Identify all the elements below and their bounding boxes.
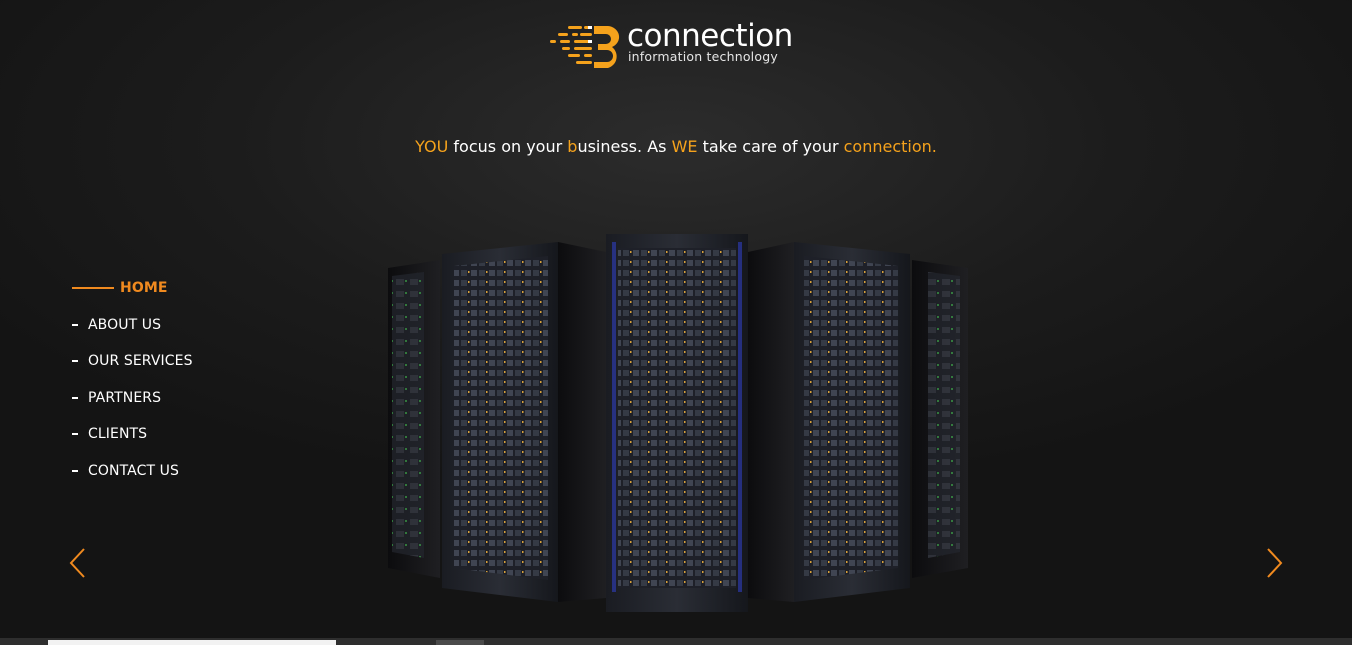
nav-dash (72, 323, 78, 326)
logo-subtitle: information technology (628, 49, 778, 64)
tagline-text-3: take care of your (697, 137, 844, 156)
nav-dash (72, 360, 78, 363)
nav-item-label: HOME (120, 280, 168, 297)
nav-item-label: OUR SERVICES (88, 353, 193, 370)
nav-dash (72, 433, 78, 436)
nav-item-partners[interactable]: PARTNERS (72, 380, 193, 417)
nav-item-our-services[interactable]: OUR SERVICES (72, 343, 193, 380)
nav-dash (72, 469, 78, 472)
nav-item-label: PARTNERS (88, 389, 162, 406)
nav-item-label: CLIENTS (88, 426, 148, 443)
logo-wordmark: connection (627, 18, 793, 54)
nav-item-clients[interactable]: CLIENTS (72, 416, 193, 453)
side-nav: HOME ABOUT US OUR SERVICES PARTNERS CLIE… (72, 270, 193, 489)
tagline-we: WE (671, 137, 698, 156)
nav-item-label: ABOUT US (88, 316, 162, 333)
tagline-text-2: usiness. As (577, 137, 672, 156)
tagline-text-1: focus on your (448, 137, 568, 156)
nav-item-contact-us[interactable]: CONTACT US (72, 453, 193, 490)
tagline-you: YOU (415, 137, 449, 156)
thumbnail-2[interactable] (436, 640, 484, 645)
chevron-left-icon[interactable] (66, 546, 90, 580)
nav-item-about-us[interactable]: ABOUT US (72, 307, 193, 344)
thumbnail-1[interactable] (48, 640, 336, 645)
nav-active-line (72, 287, 114, 290)
site-logo[interactable]: connection information technology (548, 18, 808, 70)
nav-dash (72, 396, 78, 399)
nav-item-home[interactable]: HOME (72, 270, 193, 307)
logo-mark-icon (550, 26, 620, 68)
chevron-right-icon[interactable] (1262, 546, 1286, 580)
bottom-thumbnail-strip (0, 638, 1352, 645)
server-racks-image (388, 234, 968, 612)
tagline-b: b (567, 137, 578, 156)
tagline-connection: connection. (843, 137, 937, 156)
hero-tagline: YOU focus on your business. As WE take c… (0, 136, 1352, 158)
nav-item-label: CONTACT US (88, 462, 179, 479)
